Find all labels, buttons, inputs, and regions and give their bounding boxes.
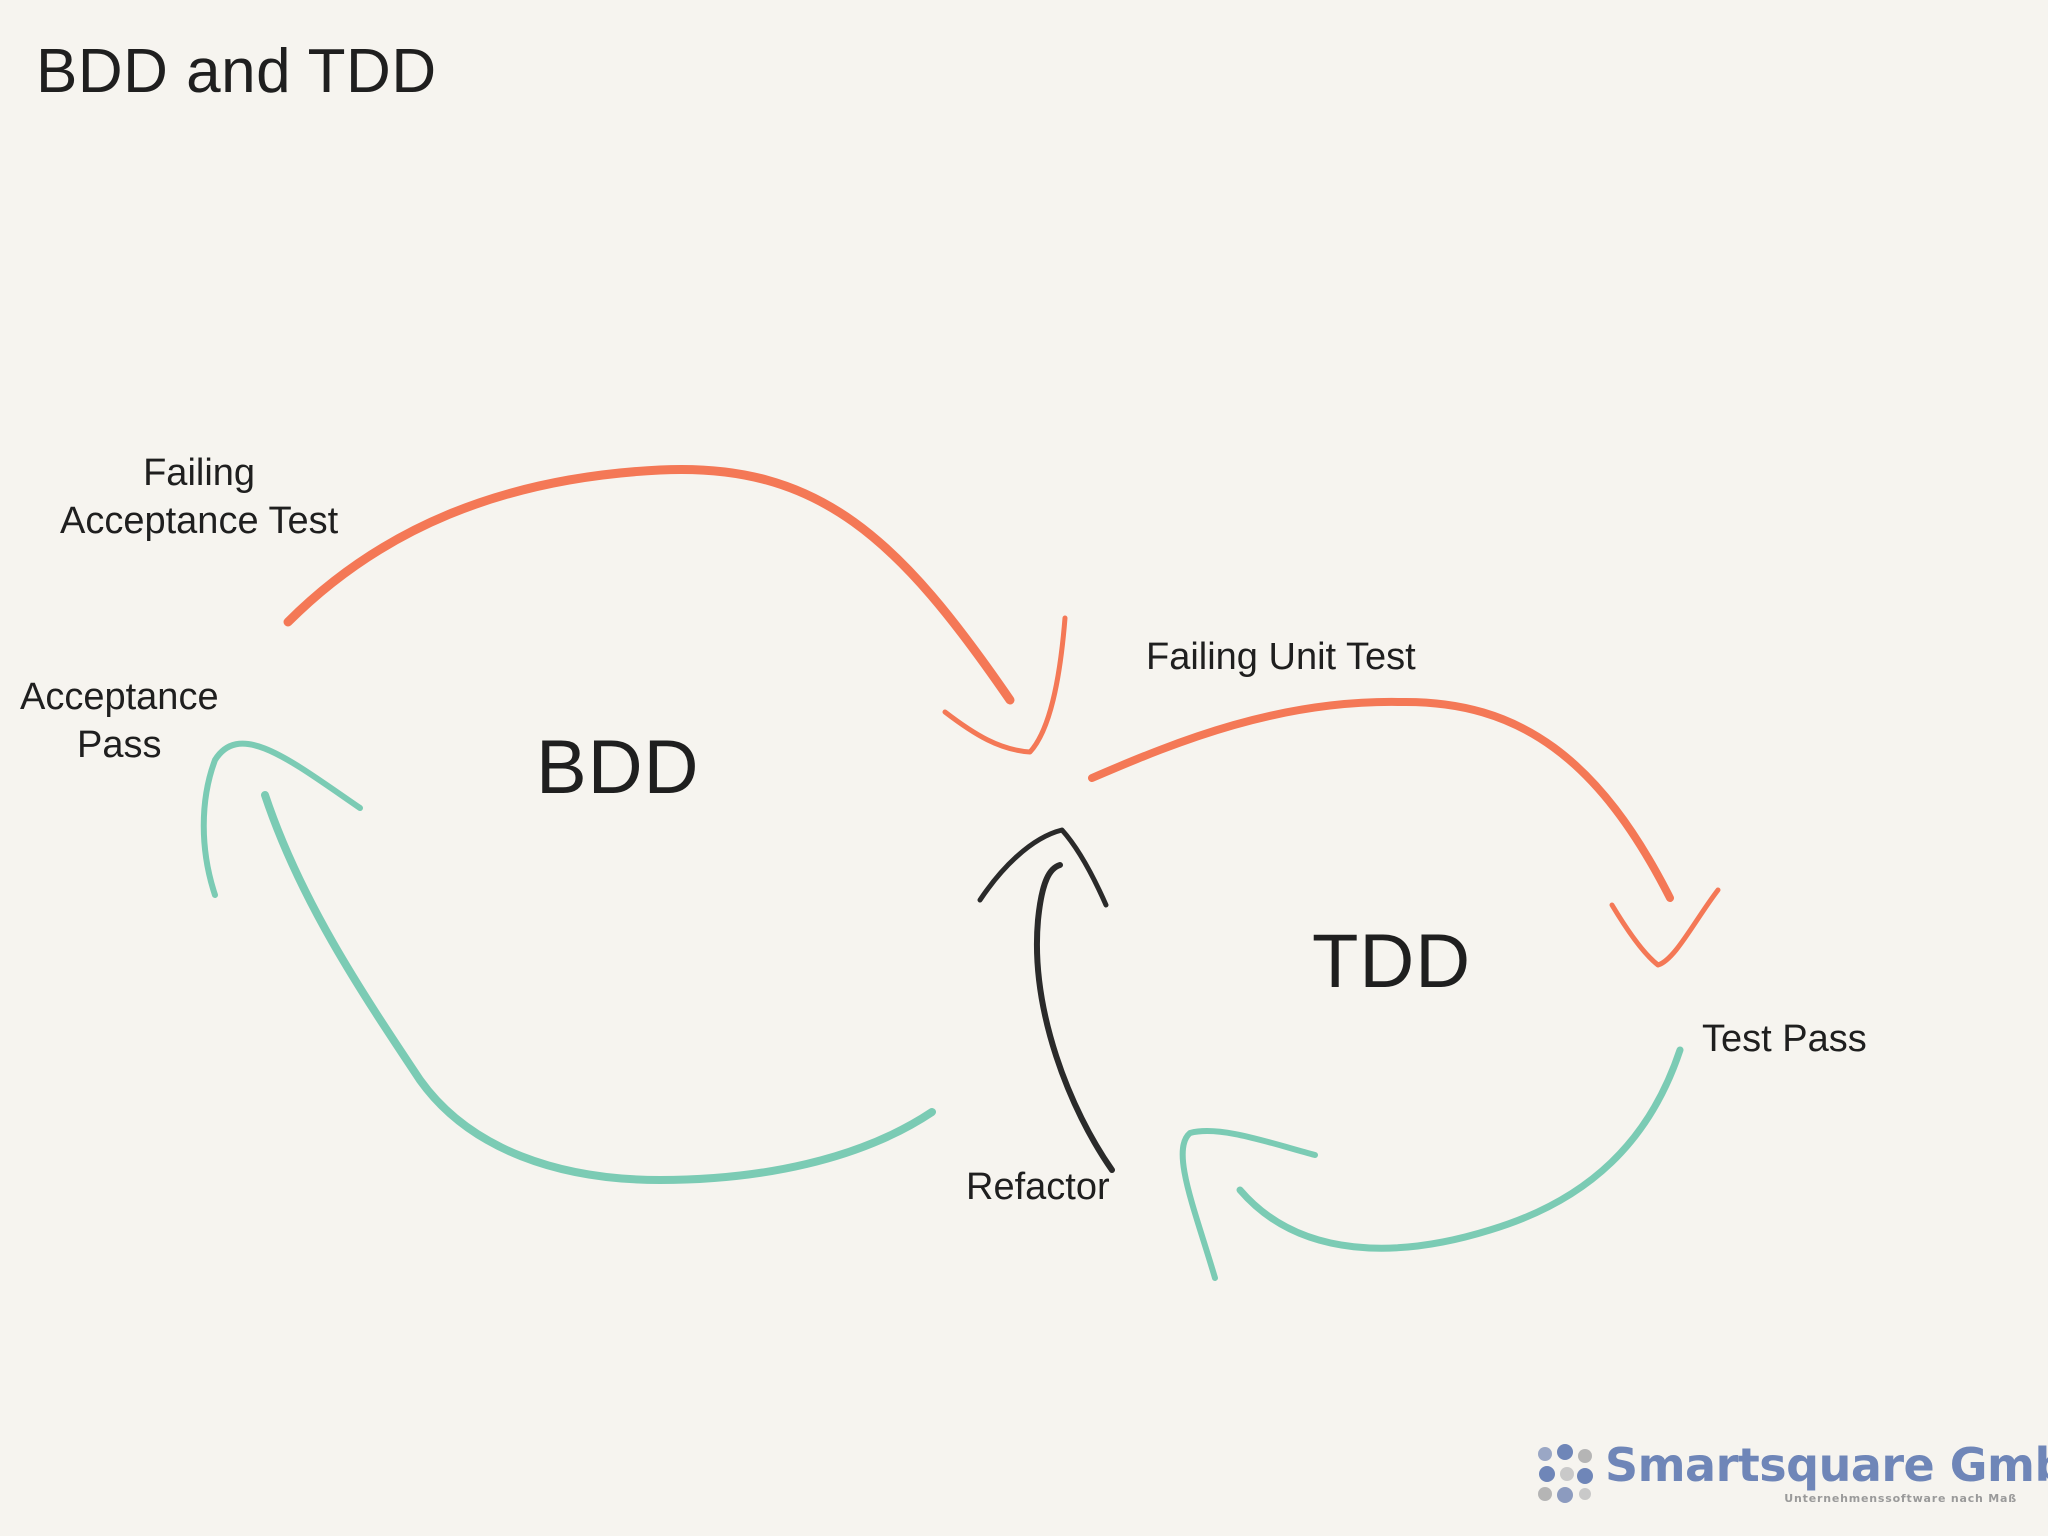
logo-tagline: Unternehmenssoftware nach Maß: [1784, 1492, 2017, 1505]
logo-mark-icon: [1538, 1444, 1593, 1503]
failing-acceptance-line1: Failing: [143, 452, 256, 494]
tdd-failing-arrow: [1088, 697, 1674, 902]
logo-name: Smartsquare GmbH: [1605, 1438, 2048, 1492]
failing-acceptance-line2: Acceptance Test: [60, 499, 339, 542]
acceptance-pass-line2: Pass: [77, 723, 162, 766]
bdd-pass-arrow: [261, 791, 936, 1185]
slide-title: BDD and TDD: [36, 37, 437, 106]
failing-unit-test-label: Failing Unit Test: [1146, 636, 1416, 678]
refactor-arrowhead: [977, 827, 1109, 908]
refactor-arrow: [1034, 862, 1115, 1173]
acceptance-pass-line1: Acceptance: [20, 676, 219, 718]
bdd-failing-arrowhead: [942, 615, 1068, 755]
tdd-failing-arrowhead: [1609, 887, 1721, 968]
tdd-pass-arrow: [1236, 1046, 1684, 1252]
tdd-cycle-label: TDD: [1312, 919, 1472, 1004]
refactor-label: Refactor: [966, 1166, 1110, 1208]
bdd-pass-arrowhead: [200, 740, 363, 898]
test-pass-label: Test Pass: [1702, 1018, 1867, 1060]
failing-acceptance-test-label: Failing Acceptance Test: [60, 450, 338, 545]
acceptance-pass-label: Acceptance Pass: [20, 674, 219, 769]
bdd-cycle-label: BDD: [536, 725, 700, 810]
tdd-pass-arrowhead: [1179, 1128, 1318, 1281]
bdd-failing-arrow: [283, 464, 1015, 705]
company-logo: Smartsquare GmbH Unternehmenssoftware na…: [1535, 1438, 2048, 1510]
